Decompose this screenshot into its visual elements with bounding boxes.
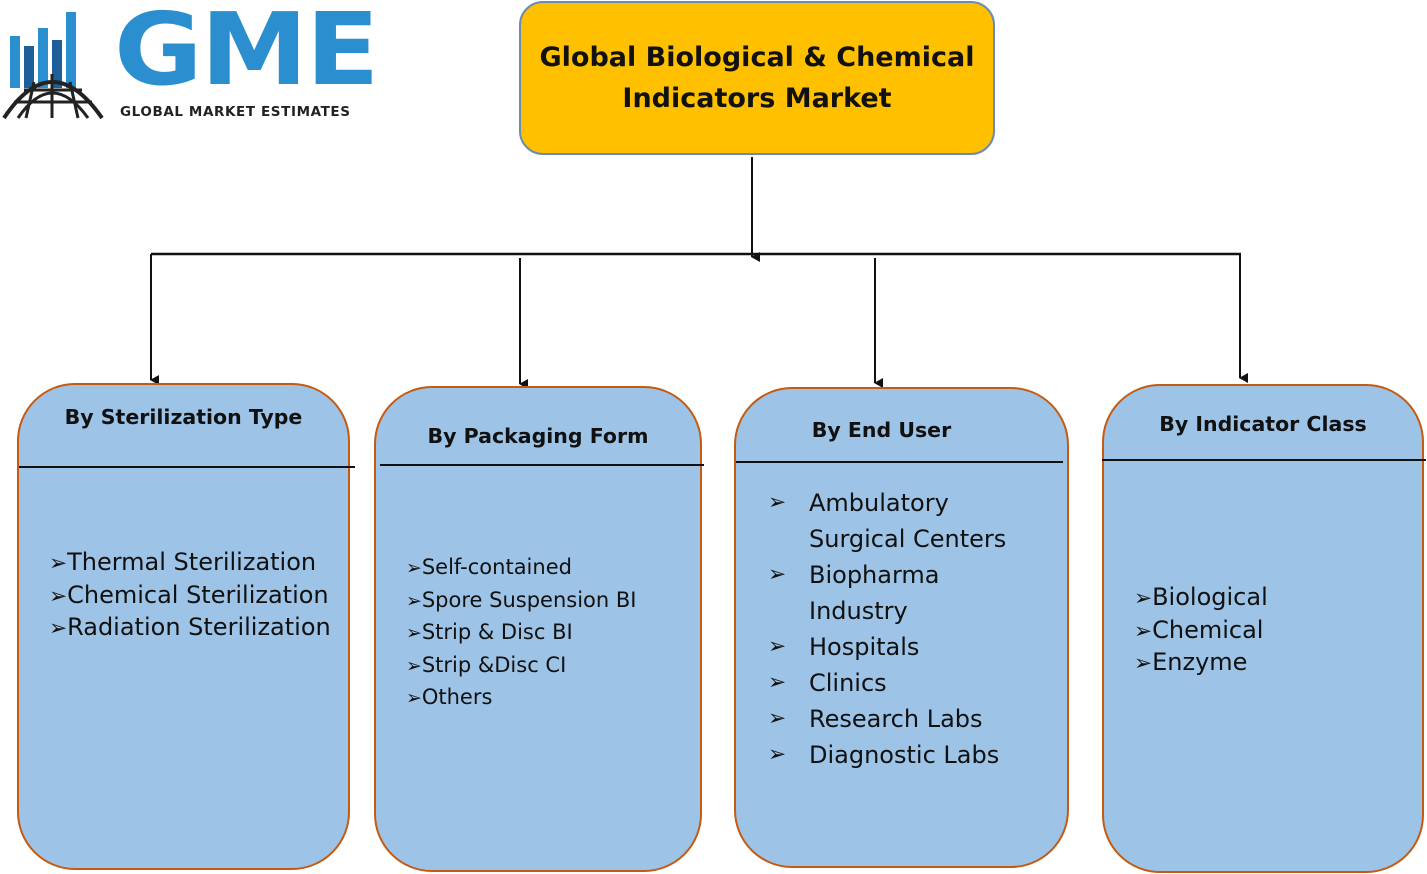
segment-title: By Sterilization Type [64,405,303,429]
arrow-bullet-icon: ➢ [406,687,422,709]
gme-logo: GME GLOBAL MARKET ESTIMATES [0,0,385,126]
arrow-bullet-icon: ➢ [406,622,422,644]
globe-bars-icon [2,12,104,120]
list-item: ➢Chemical Sterilization [49,580,339,613]
segment-divider [1102,459,1426,461]
segment-list: ➢Ambulatory Surgical Centers ➢Biopharma … [768,485,1039,773]
list-item: ➢Biopharma Industry [768,557,1039,629]
segment-list: ➢Biological ➢Chemical ➢Enzyme [1134,582,1268,680]
arrow-bullet-icon: ➢ [768,670,787,695]
arrow-bullet-icon: ➢ [406,589,422,612]
list-item: ➢Ambulatory Surgical Centers [768,485,1039,557]
segment-box-sterilization-type: By Sterilization Type ➢Thermal Steriliza… [17,383,355,870]
list-item: ➢Radiation Sterilization [49,612,339,645]
root-node: Global Biological & Chemical Indicators … [519,1,995,155]
list-item: ➢Clinics [768,665,1039,701]
arrow-bullet-icon: ➢ [406,654,422,677]
arrow-bullet-icon: ➢ [1134,586,1153,611]
logo-wordmark: GME [114,0,380,108]
arrow-bullet-icon: ➢ [768,706,787,731]
arrow-bullet-icon: ➢ [768,490,787,515]
list-item: ➢Enzyme [1134,647,1268,680]
arrow-bullet-icon: ➢ [1134,618,1153,644]
arrow-bullet-icon: ➢ [768,562,787,587]
list-item: ➢Self-contained [406,552,636,585]
list-item: ➢Biological [1134,582,1268,615]
segment-list: ➢Self-contained ➢Spore Suspension BI ➢St… [406,552,636,715]
segment-title: By Packaging Form [427,424,649,448]
list-item: ➢Strip &Disc CI [406,650,636,683]
list-item: ➢Thermal Sterilization [49,547,339,580]
list-item: ➢Others [406,682,636,715]
logo-tagline: GLOBAL MARKET ESTIMATES [120,104,351,120]
segment-title: By Indicator Class [1159,412,1367,436]
arrow-bullet-icon: ➢ [406,557,422,579]
arrow-bullet-icon: ➢ [49,616,68,641]
segment-title: By End User [811,418,952,442]
arrow-bullet-icon: ➢ [1134,651,1153,676]
segment-box-indicator-class: By Indicator Class ➢Biological ➢Chemical… [1102,384,1426,873]
list-item: ➢Hospitals [768,629,1039,665]
segment-list: ➢Thermal Sterilization ➢Chemical Sterili… [49,547,339,645]
arrow-bullet-icon: ➢ [49,551,68,576]
segment-divider [380,464,704,466]
list-item: ➢Spore Suspension BI [406,585,636,618]
arrow-bullet-icon: ➢ [768,742,787,767]
segment-divider [19,466,355,468]
list-item: ➢Research Labs [768,701,1039,737]
segment-box-packaging-form: By Packaging Form ➢Self-contained ➢Spore… [374,386,704,872]
arrow-bullet-icon: ➢ [49,583,68,609]
list-item: ➢Strip & Disc BI [406,617,636,650]
root-title: Global Biological & Chemical Indicators … [539,42,975,114]
arrow-bullet-icon: ➢ [768,634,787,659]
segment-divider [736,461,1063,463]
segment-box-end-user: By End User ➢Ambulatory Surgical Centers… [734,387,1069,868]
list-item: ➢Chemical [1134,615,1268,648]
list-item: ➢Diagnostic Labs [768,737,1039,773]
